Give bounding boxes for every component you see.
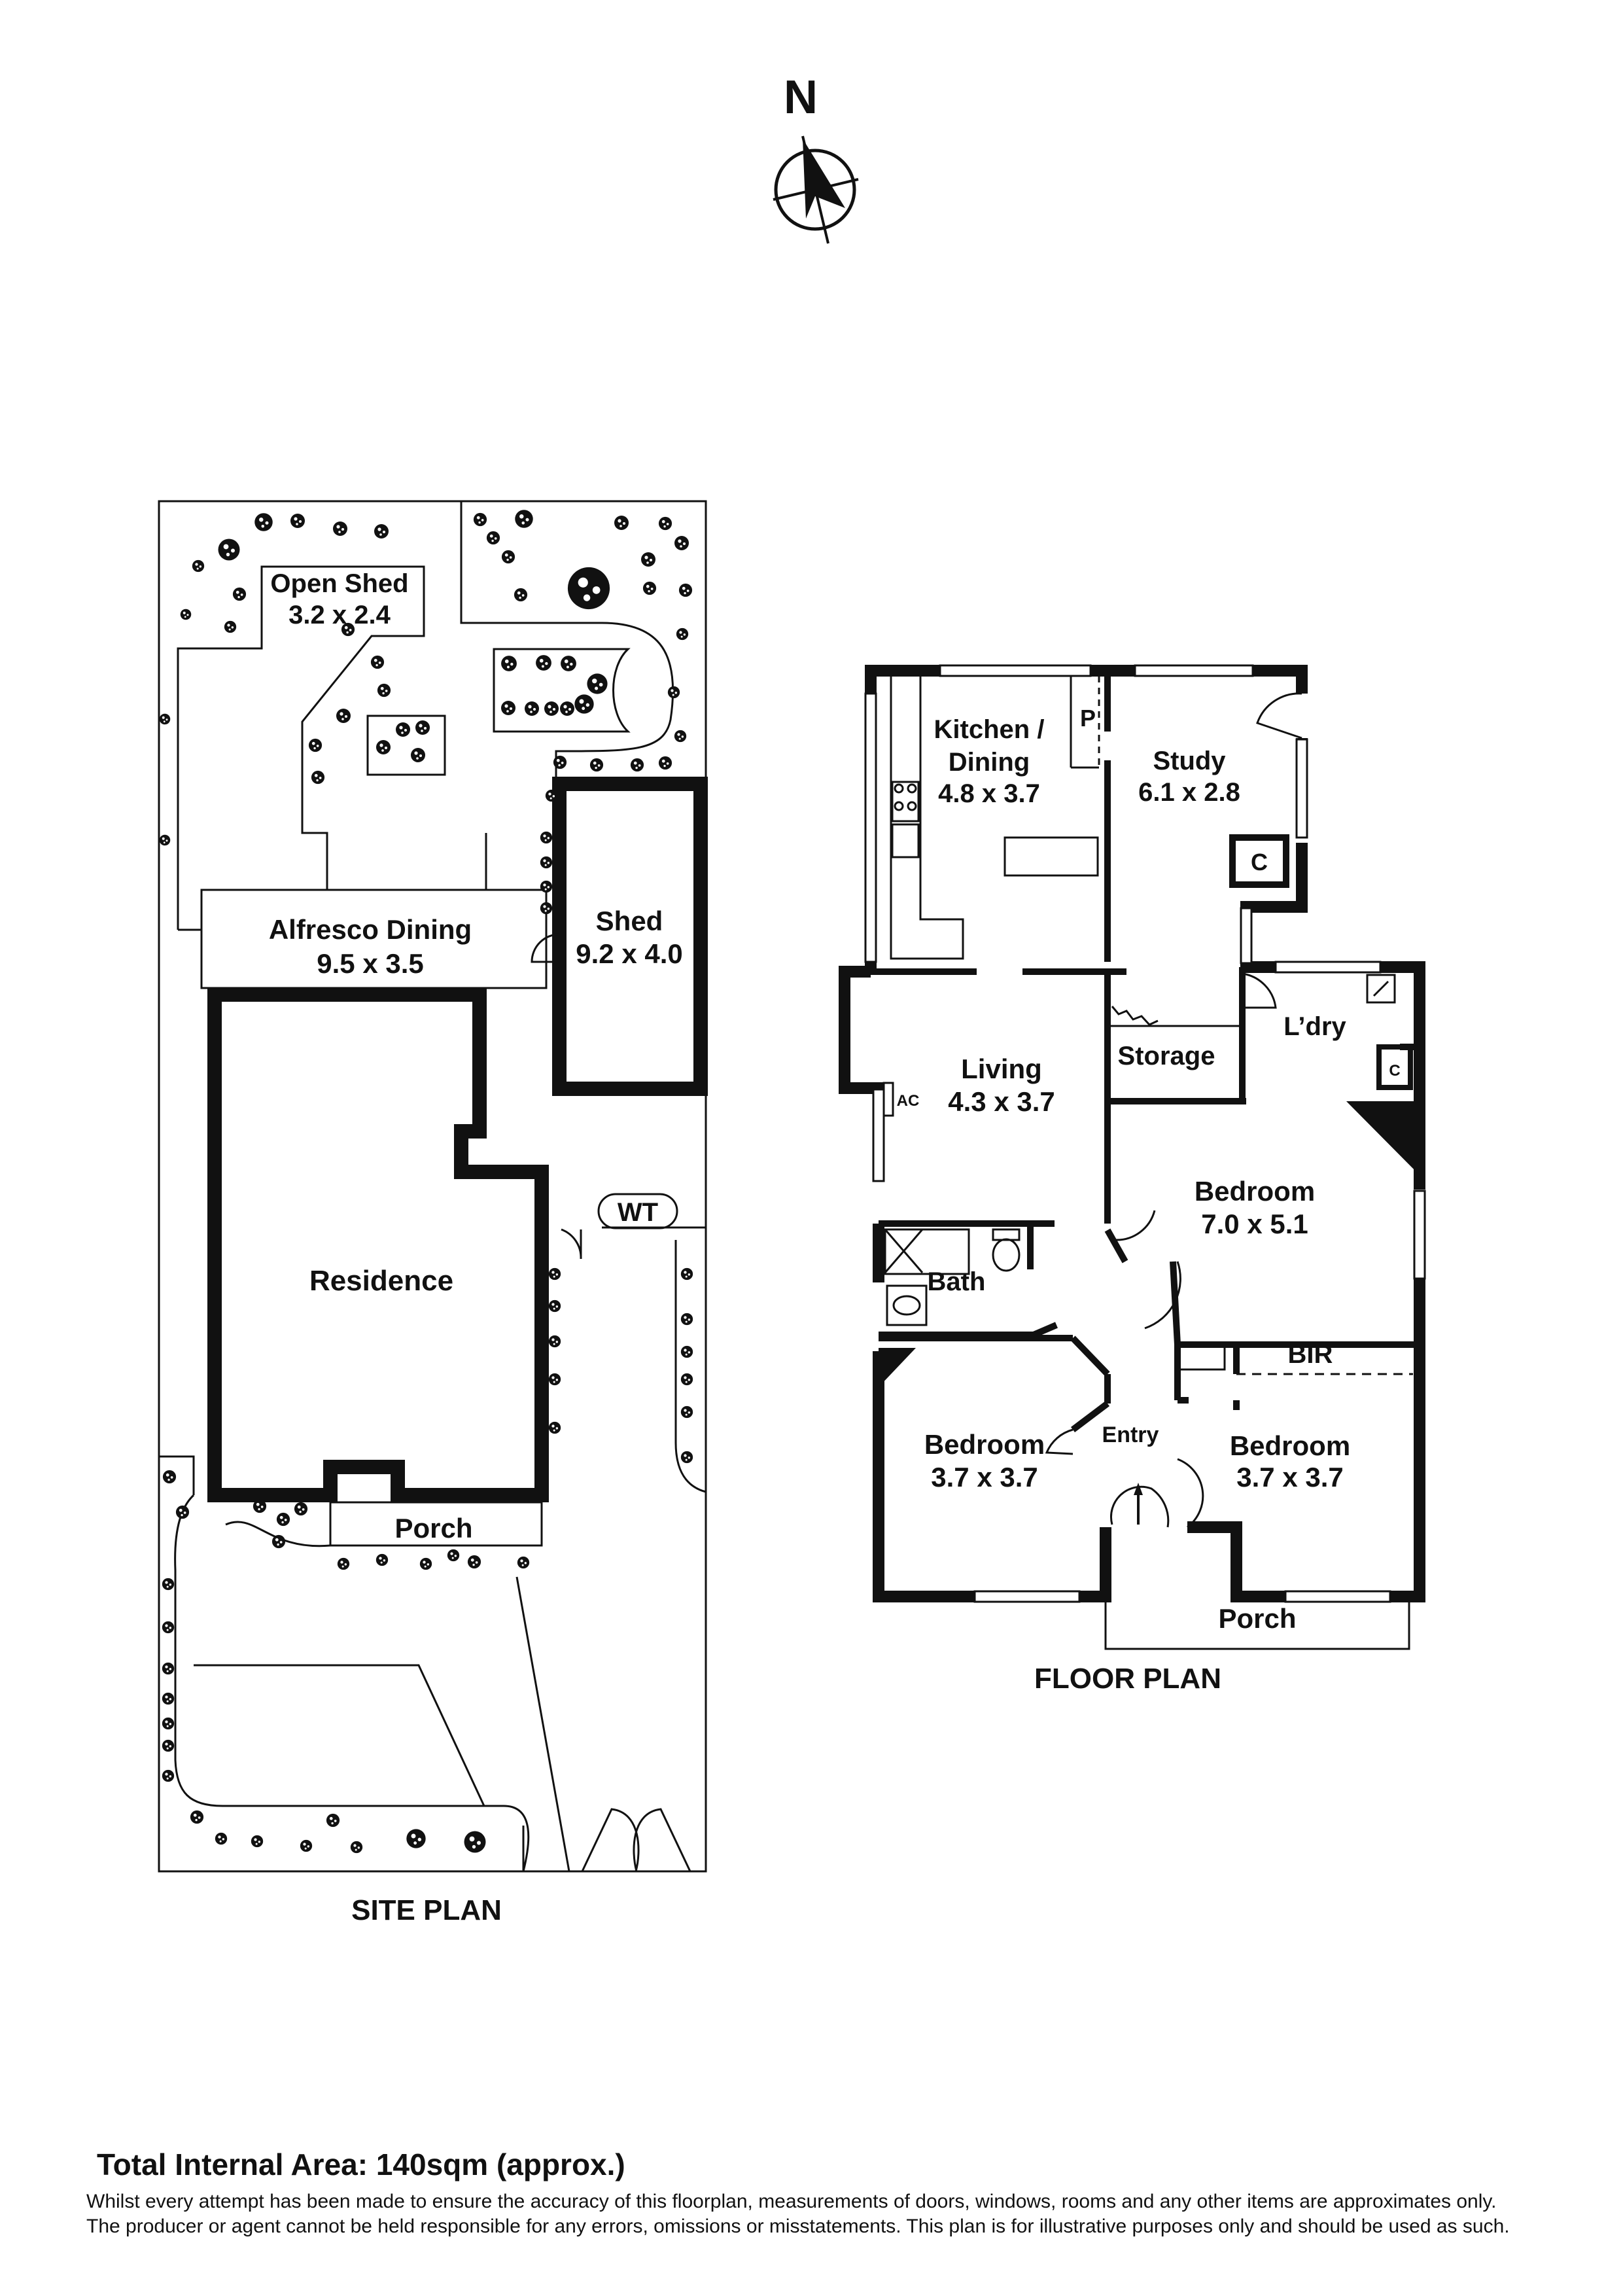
bedroom-left-size: 3.7 x 3.7 bbox=[931, 1462, 1038, 1492]
study-size: 6.1 x 2.8 bbox=[1138, 778, 1240, 807]
laundry-label: L’dry bbox=[1283, 1012, 1346, 1041]
compass-north-letter: N bbox=[784, 71, 818, 124]
open-shed-label: Open Shed bbox=[270, 569, 408, 598]
ac-label: AC bbox=[897, 1092, 920, 1110]
shed-label: Shed bbox=[596, 906, 663, 936]
site-plan bbox=[158, 500, 708, 1873]
bath-label: Bath bbox=[928, 1267, 986, 1296]
disclaimer-line-2: The producer or agent cannot be held res… bbox=[86, 2216, 1510, 2237]
water-tank-shape bbox=[597, 1193, 678, 1229]
alfresco-label: Alfresco Dining bbox=[269, 914, 472, 945]
bedroom-main-size: 7.0 x 5.1 bbox=[1201, 1209, 1308, 1239]
alfresco-size: 9.5 x 3.5 bbox=[317, 948, 423, 979]
shed-size: 9.2 x 4.0 bbox=[576, 938, 682, 969]
bir-label: BIR bbox=[1288, 1340, 1333, 1369]
site-porch bbox=[329, 1501, 543, 1547]
disclaimer-line-1: Whilst every attempt has been made to en… bbox=[86, 2191, 1497, 2212]
floor-plan-title: FLOOR PLAN bbox=[1034, 1663, 1221, 1695]
north-compass-icon: N bbox=[773, 71, 859, 244]
site-boundary bbox=[158, 500, 707, 1873]
kitchen-size: 4.8 x 3.7 bbox=[938, 779, 1040, 808]
total-area: Total Internal Area: 140sqm (approx.) bbox=[97, 2147, 625, 2181]
shed-walls bbox=[552, 777, 708, 1096]
kitchen-island bbox=[1003, 836, 1099, 877]
site-plan-title: SITE PLAN bbox=[351, 1894, 502, 1926]
site-porch-label: Porch bbox=[394, 1513, 472, 1544]
residence-walls bbox=[207, 987, 549, 1502]
floor-porch-label: Porch bbox=[1218, 1603, 1296, 1634]
bedroom-left-label: Bedroom bbox=[924, 1429, 1045, 1460]
site-labels: Open Shed 3.2 x 2.4 Alfresco Dining 9.5 … bbox=[269, 569, 683, 1926]
living-label: Living bbox=[961, 1053, 1042, 1084]
garden-bed-outline bbox=[460, 501, 674, 785]
bedroom-main-label: Bedroom bbox=[1195, 1176, 1315, 1207]
disclaimer: Whilst every attempt has been made to en… bbox=[86, 2189, 1591, 2239]
residence-label: Residence bbox=[309, 1265, 453, 1297]
floor-plan bbox=[839, 664, 1426, 1650]
laundry-cupboard-label: C bbox=[1389, 1062, 1400, 1080]
planter-bed bbox=[493, 648, 631, 733]
water-tank-label: WT bbox=[618, 1198, 658, 1227]
kitchen-label-2: Dining bbox=[949, 748, 1030, 777]
floor-labels: Kitchen / Dining 4.8 x 3.7 P Study 6.1 x… bbox=[897, 705, 1401, 1695]
study-label: Study bbox=[1153, 747, 1226, 775]
open-shed-size: 3.2 x 2.4 bbox=[288, 601, 391, 629]
kitchen-label: Kitchen / bbox=[934, 715, 1045, 744]
shrubs bbox=[159, 510, 693, 1854]
study-cupboard-label: C bbox=[1251, 849, 1268, 875]
planter-box bbox=[366, 715, 446, 776]
entry-label: Entry bbox=[1102, 1422, 1159, 1447]
bedroom-right-size: 3.7 x 3.7 bbox=[1236, 1462, 1343, 1492]
storage-label: Storage bbox=[1118, 1042, 1215, 1070]
bedroom-right-label: Bedroom bbox=[1230, 1430, 1350, 1461]
living-size: 4.3 x 3.7 bbox=[948, 1086, 1055, 1117]
pantry-label: P bbox=[1080, 705, 1096, 732]
